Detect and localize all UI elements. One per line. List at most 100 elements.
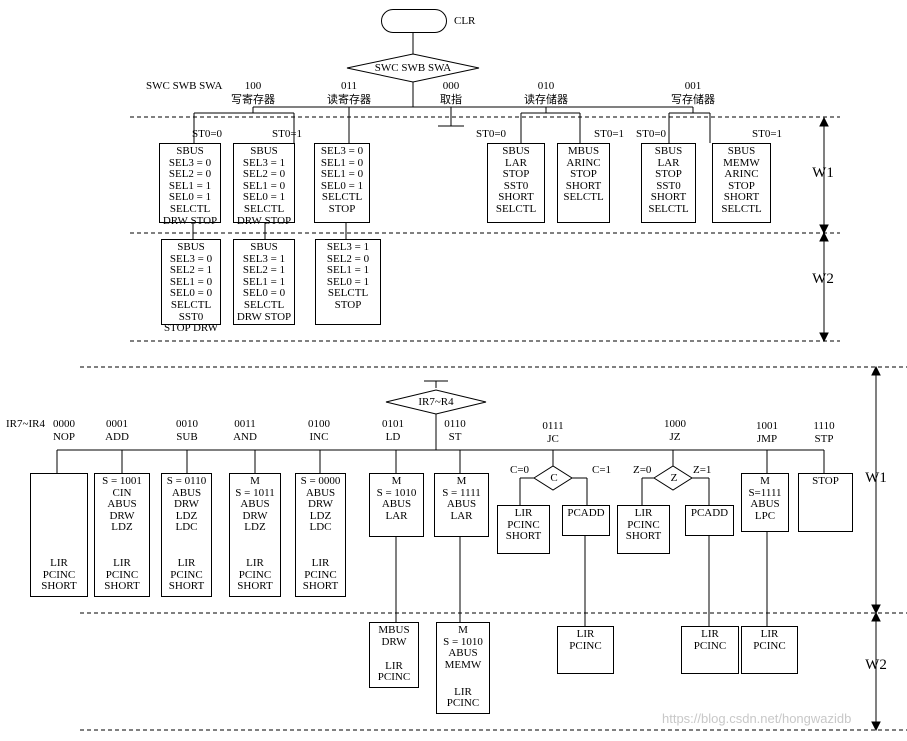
box-line: LIR: [634, 507, 653, 519]
box-line: PCINC: [105, 568, 139, 581]
top-name-001: 写存储器: [671, 94, 715, 106]
op-name-jmp: JMP: [756, 433, 778, 445]
box-line: ABUS: [171, 486, 202, 499]
box-line: SEL1 = 1: [168, 179, 212, 192]
op-code-jz: 1000: [664, 418, 686, 430]
branch-label-read-mem-st0-0: ST0=0: [476, 128, 507, 140]
box-line: STOP: [728, 179, 755, 192]
box-line: M: [456, 475, 467, 487]
box-line: SELCTL: [321, 191, 363, 204]
branch-label-write-reg-st0-1: ST0=1: [272, 128, 303, 140]
box-line: ABUS: [240, 498, 270, 511]
box-line: PCINC: [627, 518, 660, 531]
op-name-st: ST: [448, 431, 462, 443]
op-code-nop: 0000: [53, 418, 75, 430]
box-line: PCINC: [693, 639, 727, 652]
box-line: LPC: [754, 509, 776, 522]
box-line: MEMW: [444, 658, 482, 671]
bottom-w1-span-arrow-head: [871, 604, 881, 615]
box-line: LIR: [514, 507, 533, 519]
op-name-jc: JC: [547, 433, 559, 445]
box-line: DRW: [242, 509, 268, 522]
box-line: SBUS: [250, 241, 278, 253]
box-line: STOP: [502, 168, 530, 181]
op-name-and: AND: [233, 431, 257, 443]
box-line: DRW: [173, 498, 200, 511]
box-line: LDZ: [309, 509, 332, 522]
jc-cond-right-label: C=1: [592, 464, 612, 476]
switch-decision: [346, 53, 480, 83]
bottom-w2-label: W2: [865, 657, 887, 673]
box-line: S = 1011: [235, 486, 275, 499]
jc-c1-w1-box: PCADD: [562, 505, 610, 536]
box-line: STOP: [812, 475, 839, 487]
box-line: LAR: [505, 156, 527, 169]
stp-w1-box: STOP: [798, 473, 853, 532]
box-line: LIR: [576, 628, 595, 640]
box-line: SHORT: [625, 530, 662, 543]
box-line: CIN: [112, 486, 132, 499]
box-line: LDZ: [244, 521, 266, 534]
box-line: ABUS: [446, 498, 477, 511]
box-line: M: [391, 475, 402, 487]
box-line: ABUS: [448, 647, 478, 660]
box-line: PCADD: [690, 507, 729, 519]
box-line: S = 1010: [376, 486, 417, 499]
box-line: SEL3 = 0: [320, 145, 364, 157]
box-line: SBUS: [250, 145, 278, 157]
box-line: LIR: [246, 557, 264, 570]
box-line: S = 1001: [102, 475, 142, 487]
switch-header-label: SWC SWB SWA: [146, 80, 223, 92]
box-line: PCINC: [170, 568, 203, 581]
box-line: SEL2 = 1: [169, 264, 213, 277]
box-line: SHORT: [565, 179, 602, 192]
op-code-and: 0011: [234, 418, 256, 430]
switch-decision-label: SWC SWB SWA: [374, 62, 452, 74]
watermark: https://blog.csdn.net/hongwazidb: [662, 711, 852, 726]
box-line: SEL2 = 0: [326, 252, 370, 265]
box-line: LAR: [450, 509, 473, 522]
box-line: ABUS: [107, 498, 137, 511]
box-line: S = 0110: [166, 475, 207, 487]
box-line: PCINC: [42, 568, 76, 581]
start-label: CLR: [454, 15, 476, 27]
branch-label-write-mem-st0-0: ST0=0: [636, 128, 667, 140]
box-line: SELCTL: [563, 191, 604, 204]
start-terminal: [381, 9, 447, 33]
box-line: SEL0 = 1: [326, 275, 370, 288]
box-line: SEL2 = 0: [242, 168, 286, 181]
box-line: PCADD: [567, 507, 605, 519]
box-line: ABUS: [381, 498, 412, 511]
box-line: LIR: [760, 628, 779, 640]
box-line: PCINC: [238, 568, 272, 581]
top-code-010: 010: [537, 80, 555, 92]
box-line: SELCTL: [243, 298, 285, 311]
op-code-inc: 0100: [308, 418, 330, 430]
top-w2-label: W2: [812, 271, 834, 287]
box-line: SHORT: [302, 580, 339, 593]
jc-cond-symbol: C: [550, 472, 558, 484]
box-line: SBUS: [727, 145, 756, 157]
box-line: STOP: [328, 202, 356, 215]
box-line: SST0: [178, 310, 204, 323]
box-line: SEL0 = 0: [242, 287, 286, 300]
box-line: S=1111: [748, 486, 782, 499]
op-name-nop: NOP: [52, 431, 76, 443]
box-line: MBUS: [378, 624, 410, 636]
top-name-010: 读存储器: [524, 94, 568, 106]
box-line: LIR: [454, 685, 472, 698]
box-line: LAR: [657, 156, 680, 169]
box-line: S = 0000: [300, 475, 341, 487]
